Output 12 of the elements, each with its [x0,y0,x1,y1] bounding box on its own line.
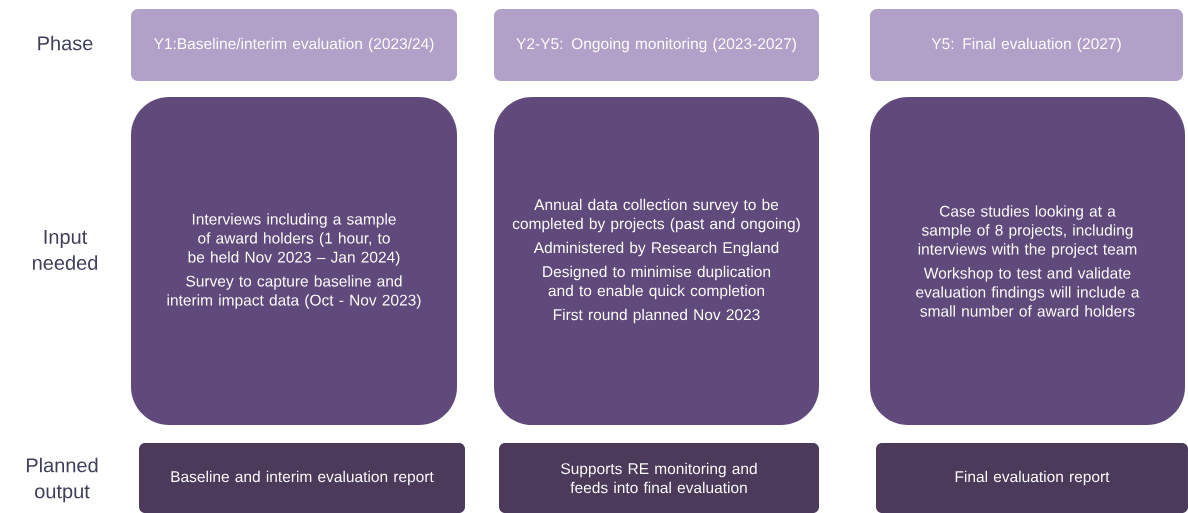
phase-box: Y2-Y5: Ongoing monitoring (2023-2027) [494,9,819,81]
input-box: Case studies looking at a sample of 8 projects, including interviews with the project team Workshop to test and validate evaluation findings will include a small number of award holders [870,97,1185,425]
output-box: Final evaluation report [876,443,1188,513]
input-box: Annual data collection survey to be completed by projects (past and ongoing) Administered by Research England Designed to minimise duplication and to enable quick completion First round planned Nov 2023 [494,97,819,425]
phase-box: Y1:Baseline/interim evaluation (2023/24) [131,9,457,81]
input-box: Interviews including a sample of award holders (1 hour, to be held Nov 2023 – Jan 2024) Survey to capture baseline and interim impact data (Oct - Nov 2023) [131,97,457,425]
output-box: Supports RE monitoring and feeds into final evaluation [499,443,819,513]
row-label: Phase [38,35,93,51]
row-label: Planned output [26,457,98,503]
output-box: Baseline and interim evaluation report [139,443,465,513]
phase-box: Y5: Final evaluation (2027) [870,9,1183,81]
row-label: Input needed [33,230,98,270]
